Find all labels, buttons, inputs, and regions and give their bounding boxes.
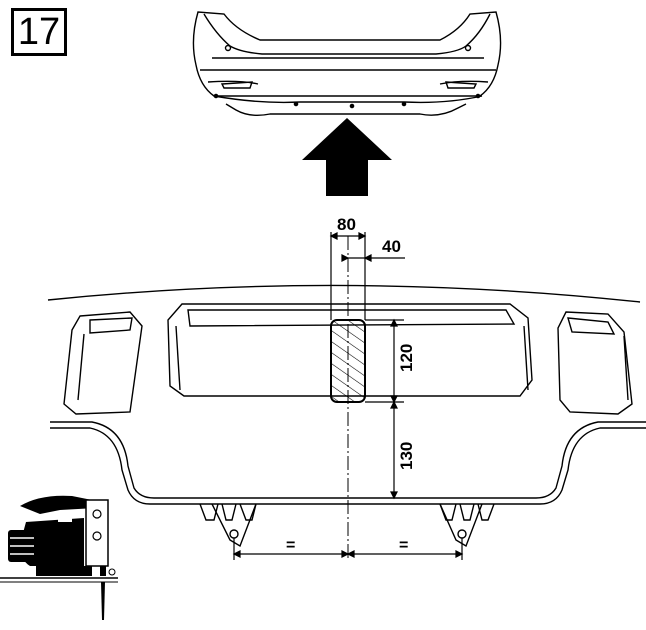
rear-bumper-drawing	[192, 11, 502, 117]
equal-left-label: =	[286, 537, 295, 554]
dimension-130-label: 130	[397, 442, 416, 470]
dimension-lines	[232, 232, 464, 560]
bumper-section-outline	[47, 284, 646, 548]
step-number: 17	[17, 11, 61, 53]
dimension-40-label: 40	[382, 237, 401, 256]
equal-right-label: =	[399, 537, 408, 554]
dimension-80-label: 80	[337, 215, 356, 234]
dimension-120-label: 120	[397, 344, 416, 372]
step-number-box: 17	[11, 8, 67, 56]
jigsaw-icon	[0, 495, 118, 620]
up-arrow-icon	[302, 118, 392, 196]
